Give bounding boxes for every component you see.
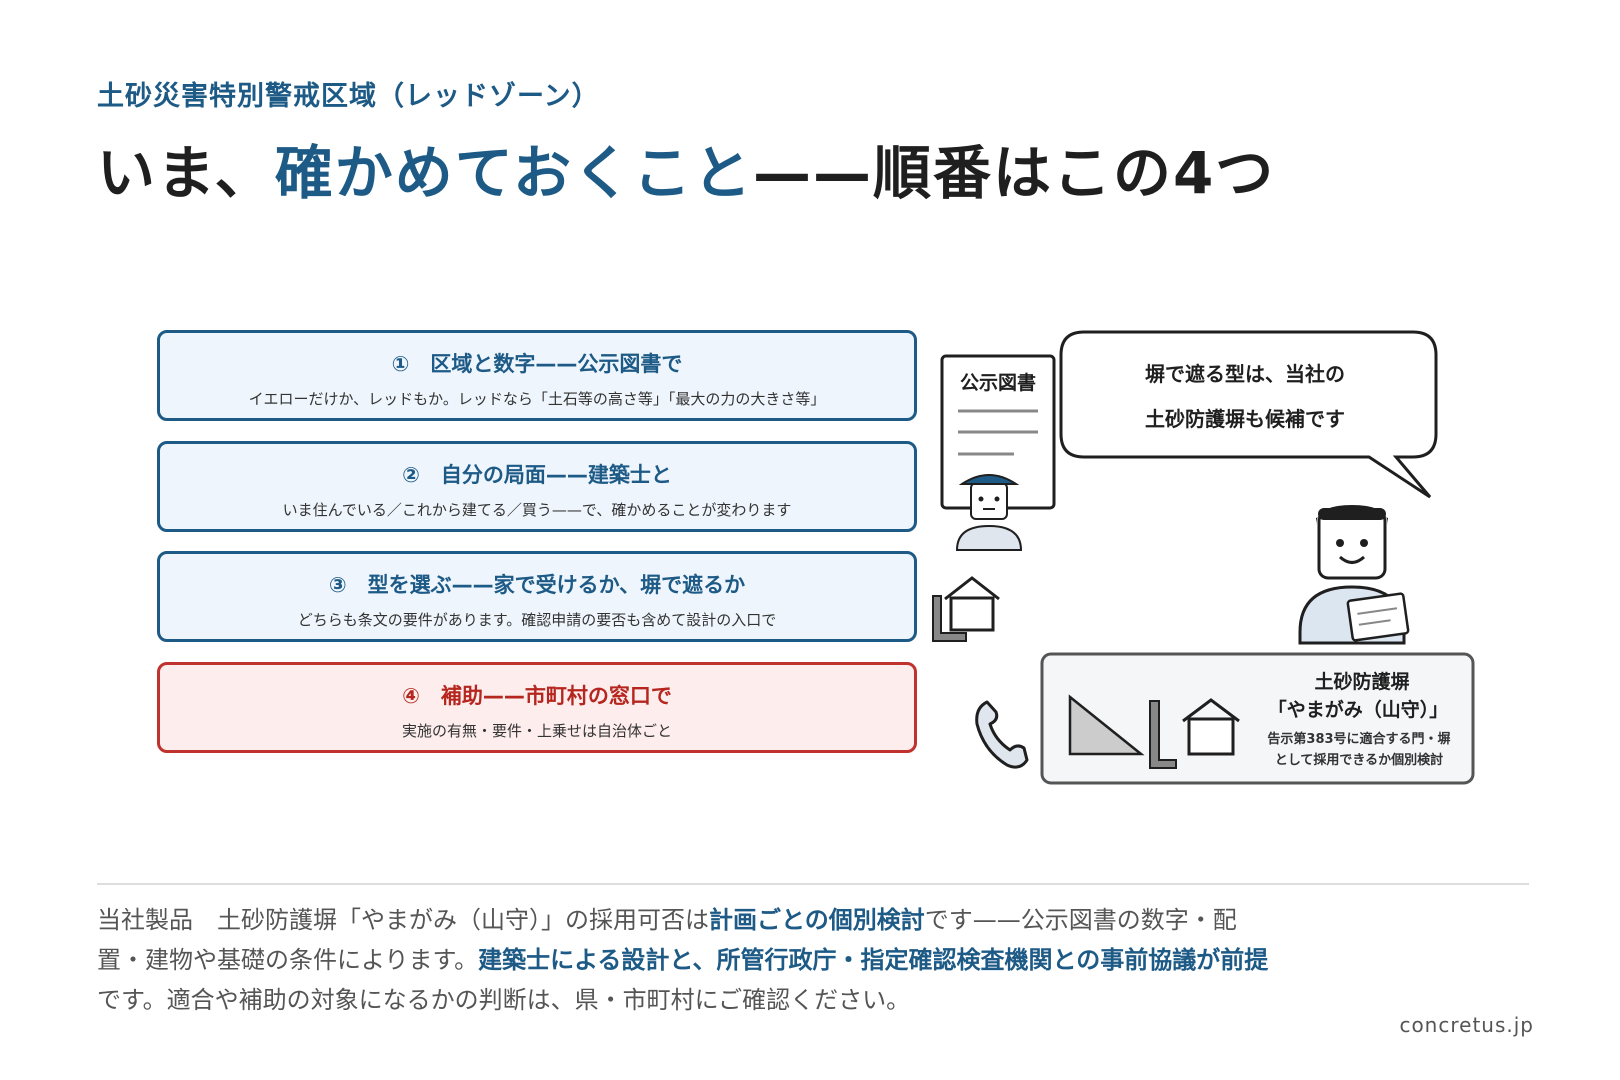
public-document-icon: 公示図書 [940,354,1056,510]
footer-emphasis: 建築士による設計と、所管行政庁・指定確認検査機関との事前協議が前提 [478,946,1269,974]
product-note-2: として採用できるか個別検討 [1275,752,1443,768]
speech-line-2: 土砂防護塀も候補です [1145,407,1345,431]
footer-text: 当社製品 土砂防護塀「やまがみ（山守）」の採用可否は [97,906,709,934]
footer-text: です。適合や補助の対象になるかの判断は、県・市町村にご確認ください。 [97,986,911,1014]
title-suffix: ——順番はこの4つ [752,139,1276,207]
product-name: 土砂防護塀 [1314,670,1409,693]
document-label: 公示図書 [960,372,1036,394]
salesperson-icon [1298,505,1410,645]
title-highlight: 確かめておくこと [274,139,753,207]
speech-line-1: 塀で遮る型は、当社の [1145,362,1345,386]
step-card-4: ④ 補助——市町村の窓口で 実施の有無・要件・上乗せは自治体ごと [157,662,917,753]
footer-emphasis: 計画ごとの個別検討 [709,906,925,934]
product-nickname: 「やまがみ（山守）」 [1268,698,1449,721]
product-card: 土砂防護塀 「やまがみ（山守）」 告示第383号に適合する門・塀 として採用でき… [1040,652,1475,785]
step-detail: 実施の有無・要件・上乗せは自治体ごと [401,722,672,740]
site-credit: concretus.jp [1399,1013,1534,1037]
step-detail: いま住んでいる／これから建てる／買う——で、確かめることが変わります [282,501,792,519]
step-card-2: ② 自分の局面——建築士と いま住んでいる／これから建てる／買う——で、確かめる… [157,441,917,532]
step-detail: どちらも条文の要件があります。確認申請の要否も含めて設計の入口で [297,611,777,629]
phone-icon [975,700,1029,769]
official-person-icon [955,474,1023,551]
divider [97,883,1529,885]
step-heading: ④ 補助——市町村の窓口で [402,684,672,708]
page-subtitle: 土砂災害特別警戒区域（レッドゾーン） [97,81,600,112]
speech-bubble: 塀で遮る型は、当社の 土砂防護塀も候補です [1059,330,1438,499]
footer-note: 当社製品 土砂防護塀「やまがみ（山守）」の採用可否は計画ごとの個別検討です——公… [97,900,1277,1020]
product-note-1: 告示第383号に適合する門・塀 [1267,731,1450,747]
title-prefix: いま、 [97,139,275,207]
house-wall-icon [932,576,1000,642]
step-card-3: ③ 型を選ぶ——家で受けるか、塀で遮るか どちらも条文の要件があります。確認申請… [157,551,917,642]
step-card-1: ① 区域と数字——公示図書で イエローだけか、レッドもか。レッドなら「土石等の高… [157,330,917,421]
step-heading: ① 区域と数字——公示図書で [391,352,683,376]
step-detail: イエローだけか、レッドもか。レッドなら「土石等の高さ等」「最大の力の大きさ等」 [248,390,826,408]
page-title: いま、確かめておくこと——順番はこの4つ [97,126,1275,210]
footer-text: です——公示図書の数字・配置・建物や基礎の条件によります。 [97,906,1237,974]
step-heading: ② 自分の局面——建築士と [402,463,672,487]
step-heading: ③ 型を選ぶ——家で受けるか、塀で遮るか [328,573,746,597]
